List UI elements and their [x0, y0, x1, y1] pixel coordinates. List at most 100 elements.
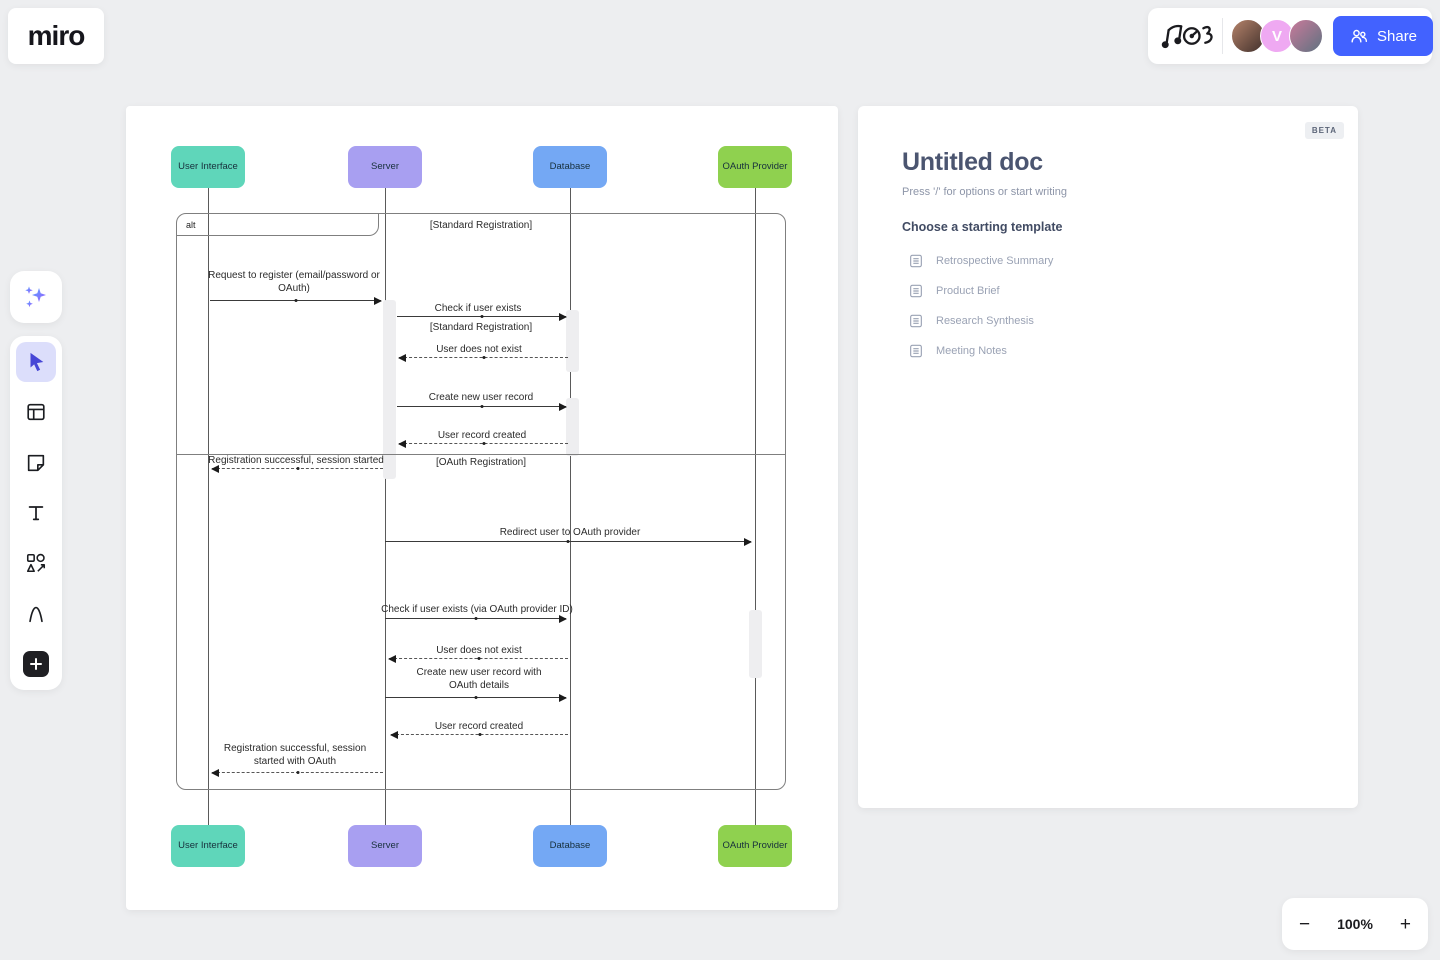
more-tools[interactable] [16, 644, 56, 684]
avatar-collaborator-1[interactable] [1231, 19, 1265, 53]
midpoint-dot [482, 441, 485, 445]
template-item[interactable]: Research Synthesis [902, 306, 1344, 336]
frames-tool[interactable] [16, 392, 56, 432]
actor-box[interactable]: Server [348, 146, 422, 188]
avatar-collaborator-2[interactable]: V [1260, 19, 1294, 53]
activation-bar [749, 610, 762, 678]
arrowhead-icon [559, 402, 567, 411]
select-tool[interactable] [16, 342, 56, 382]
doc-title[interactable]: Untitled doc [902, 148, 1043, 176]
actor-box[interactable]: Database [533, 825, 607, 867]
actor-box[interactable]: OAuth Provider [718, 146, 792, 188]
actor-box[interactable]: User Interface [171, 825, 245, 867]
midpoint-dot [478, 732, 481, 736]
message-label[interactable]: User record created [434, 721, 524, 732]
activation-bar [383, 300, 396, 479]
arrowhead-icon [388, 654, 396, 663]
actor-box[interactable]: Database [533, 146, 607, 188]
zoom-out-button[interactable]: − [1299, 913, 1311, 935]
message-label[interactable]: User record created [437, 430, 527, 441]
midpoint-dot [480, 404, 483, 408]
ai-assist-card[interactable] [10, 271, 62, 323]
midpoint-dot [566, 539, 570, 543]
zoom-in-button[interactable]: + [1399, 913, 1411, 935]
message-arrow[interactable] [390, 730, 568, 739]
pen-tool[interactable] [16, 594, 56, 634]
people-icon [1351, 29, 1368, 43]
template-item-label: Product Brief [936, 285, 1000, 297]
message-arrow[interactable] [398, 353, 568, 362]
beta-badge: BETA [1304, 122, 1344, 139]
template-item[interactable]: Meeting Notes [902, 336, 1344, 366]
message-label[interactable]: [Standard Registration] [429, 322, 533, 333]
share-button[interactable]: Share [1333, 16, 1434, 56]
message-arrow[interactable] [385, 693, 567, 702]
arrowhead-icon [559, 312, 567, 321]
arrowhead-icon [390, 730, 398, 739]
arrowhead-icon [744, 537, 752, 546]
midpoint-dot [480, 314, 483, 318]
document-icon [908, 253, 924, 269]
header-divider [1222, 18, 1223, 54]
actor-box[interactable]: Server [348, 825, 422, 867]
arrowhead-icon [398, 353, 406, 362]
header-toolbar: V Share [1148, 8, 1434, 64]
shapes-icon [25, 552, 47, 574]
lifeline [208, 188, 209, 825]
message-label[interactable]: Create new user record [428, 392, 534, 403]
sticky-note-icon [25, 452, 47, 474]
message-arrow[interactable] [397, 402, 567, 411]
actor-box[interactable]: User Interface [171, 146, 245, 188]
actor-box[interactable]: OAuth Provider [718, 825, 792, 867]
message-label[interactable]: User does not exist [436, 645, 522, 656]
message-arrow[interactable] [385, 537, 752, 546]
sticky-note-tool[interactable] [16, 443, 56, 483]
shapes-tool[interactable] [16, 543, 56, 583]
zoom-control: − 100% + [1282, 898, 1428, 950]
midpoint-dot [474, 695, 477, 699]
text-tool[interactable] [16, 493, 56, 533]
message-label[interactable]: [Standard Registration] [429, 220, 533, 231]
message-label[interactable]: Registration successful, session started [208, 455, 384, 466]
lifeline [570, 188, 571, 825]
message-arrow[interactable] [398, 439, 568, 448]
message-arrow[interactable] [397, 312, 567, 321]
ai-sparkles-icon [25, 286, 46, 308]
collaborator-avatars: V [1231, 19, 1323, 53]
hand-drawn-doodle [1161, 24, 1213, 49]
message-arrow[interactable] [211, 768, 383, 777]
frame-icon [25, 401, 47, 423]
template-item[interactable]: Product Brief [902, 276, 1344, 306]
midpoint-dot [296, 466, 299, 470]
message-label[interactable]: Request to register (email/password or O… [208, 270, 380, 294]
document-icon [908, 313, 924, 329]
template-item-label: Meeting Notes [936, 345, 1007, 357]
message-arrow[interactable] [388, 654, 568, 663]
template-item[interactable]: Retrospective Summary [902, 246, 1344, 276]
alt-fragment[interactable]: alt [176, 213, 786, 790]
message-arrow[interactable] [385, 614, 567, 623]
message-arrow[interactable] [210, 296, 382, 305]
message-arrow[interactable] [211, 464, 383, 473]
avatar-collaborator-3[interactable] [1289, 19, 1323, 53]
arrowhead-icon [211, 464, 219, 473]
message-label[interactable]: Check if user exists (via OAuth provider… [381, 604, 573, 615]
message-label[interactable]: Create new user record with OAuth detail… [416, 667, 542, 691]
template-item-label: Retrospective Summary [936, 255, 1054, 267]
arrowhead-icon [374, 296, 382, 305]
message-label[interactable]: Check if user exists [434, 303, 522, 314]
select-cursor-icon [25, 351, 47, 373]
document-icon [908, 283, 924, 299]
message-label[interactable]: Registration successful, session started… [223, 743, 367, 767]
miro-logo-card[interactable]: miro [8, 8, 104, 64]
miro-logo: miro [27, 20, 86, 51]
message-label[interactable]: [OAuth Registration] [435, 457, 527, 468]
message-label[interactable]: Redirect user to OAuth provider [499, 527, 641, 538]
midpoint-dot [474, 616, 477, 620]
message-label[interactable]: User does not exist [436, 344, 522, 355]
arrowhead-icon [211, 768, 219, 777]
